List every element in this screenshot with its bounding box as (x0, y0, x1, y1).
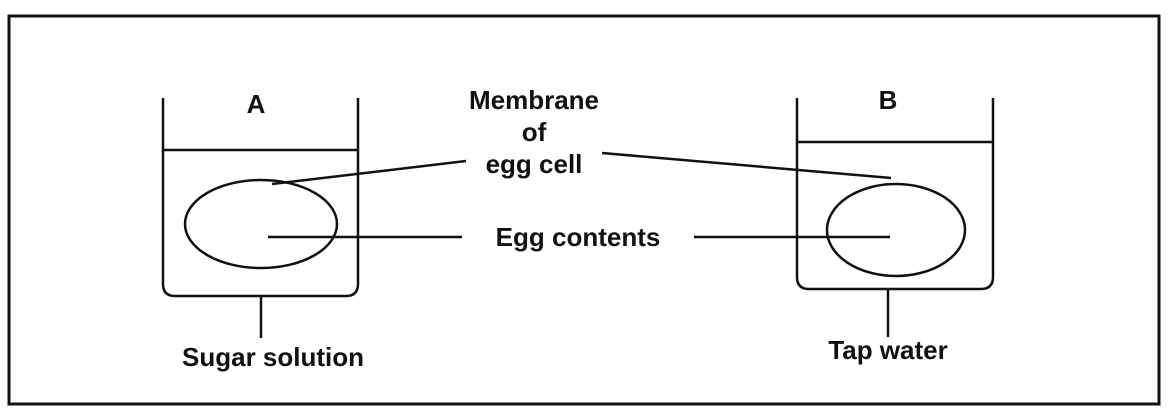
membrane-pointer-a (271, 159, 467, 186)
egg-cell-a (183, 178, 339, 270)
diagram-frame (7, 14, 1161, 406)
membrane-label-line2: of (522, 117, 547, 147)
beaker-b (795, 98, 995, 337)
membrane-pointer-b (601, 151, 892, 180)
beaker-a-title: A (247, 89, 266, 119)
beaker-b-outline (795, 98, 995, 291)
membrane-label-line3: egg cell (486, 149, 583, 179)
beaker-a-outline (161, 98, 360, 298)
membrane-label-line1: Membrane (469, 85, 599, 115)
sugar-solution-label: Sugar solution (182, 342, 364, 372)
beaker-a (161, 98, 360, 338)
egg-contents-label: Egg contents (496, 222, 661, 252)
tap-water-label: Tap water (828, 335, 947, 365)
egg-cell-b (825, 182, 967, 278)
beaker-b-title: B (879, 85, 898, 115)
